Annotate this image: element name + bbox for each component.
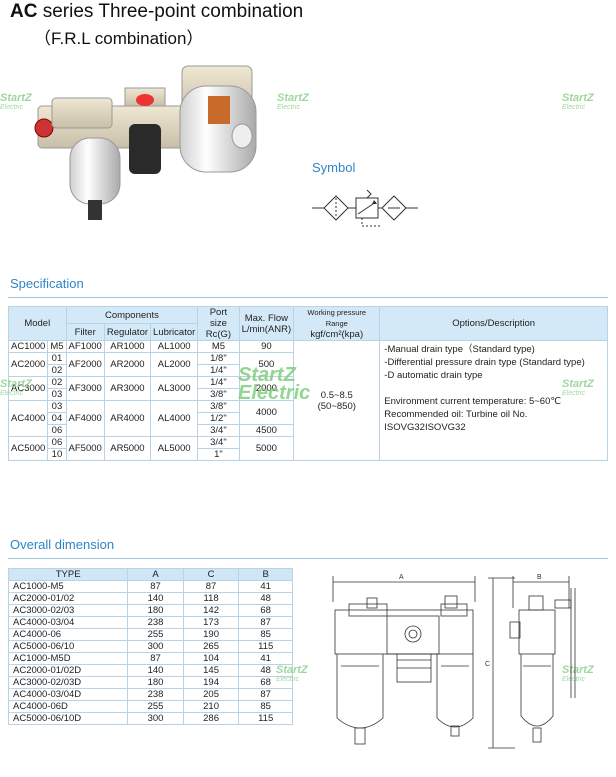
code-cell: M5 [47, 340, 67, 353]
filter-cell: AF1000 [65, 340, 105, 353]
pressure-cell: 0.5~8.5(50~850) [293, 340, 381, 461]
header-b: B [238, 568, 293, 581]
filter-cell: AF3000 [65, 376, 105, 401]
header-lubricator: Lubricator [150, 323, 199, 341]
code-cell: 02 [47, 364, 67, 377]
dimension-drawing: A C B [332, 574, 576, 749]
port-cell: 1/8" [197, 352, 240, 365]
regulator-cell: AR4000 [103, 400, 152, 437]
port-cell: 1" [197, 448, 240, 461]
port-cell: 3/4" [197, 436, 240, 449]
regulator-cell: AR5000 [103, 436, 152, 461]
code-cell: 06 [47, 436, 67, 449]
section-divider [8, 558, 608, 559]
port-cell: 1/4" [197, 376, 240, 389]
header-model: Model [8, 306, 67, 341]
port-cell: 3/4" [197, 424, 240, 437]
lubricator-cell: AL2000 [150, 352, 199, 377]
code-cell: 03 [47, 388, 67, 401]
regulator-cell: AR1000 [103, 340, 152, 353]
page-title: AC series Three-point combination [10, 1, 304, 22]
code-cell: 03 [47, 400, 67, 413]
frl-symbol [312, 189, 418, 227]
code-cell: 01 [47, 352, 67, 365]
flow-cell: 5000 [238, 436, 295, 461]
port-cell: 3/8" [197, 388, 240, 401]
options-cell: -Manual drain type（Standard type) -Diffe… [379, 340, 608, 461]
lubricator-cell: AL5000 [150, 436, 199, 461]
product-photo [34, 65, 257, 220]
dim-label-c: C [485, 661, 490, 668]
model-cell: AC4000 [7, 400, 49, 437]
regulator-cell: AR3000 [103, 376, 152, 401]
header-c: C [182, 568, 240, 581]
page-subtitle: （F.R.L combination） [34, 29, 204, 48]
symbol-heading: Symbol [312, 160, 356, 175]
section-divider [8, 297, 608, 298]
code-cell: 10 [47, 448, 67, 461]
lubricator-cell: AL1000 [150, 340, 199, 353]
header-options: Options/Description [379, 306, 608, 341]
filter-cell: AF5000 [65, 436, 105, 461]
flow-cell: 2000 [238, 376, 295, 401]
model-cell: AC5000 [7, 436, 49, 461]
lubricator-cell: AL3000 [150, 376, 199, 401]
header-regulator: Regulator [103, 323, 152, 341]
code-cell: 06 [47, 424, 67, 437]
filter-cell: AF4000 [65, 400, 105, 437]
code-cell: 04 [47, 412, 67, 425]
lubricator-cell: AL4000 [150, 400, 199, 437]
specification-heading: Specification [10, 276, 84, 291]
regulator-cell: AR2000 [103, 352, 152, 377]
port-cell: M5 [197, 340, 240, 353]
port-cell: 1/4" [197, 364, 240, 377]
model-cell: AC2000 [7, 352, 49, 377]
header-filter: Filter [65, 323, 105, 341]
header-components: Components [65, 306, 199, 324]
model-cell: AC1000 [7, 340, 49, 353]
code-cell: 02 [47, 376, 67, 389]
flow-cell: 90 [238, 340, 295, 353]
filter-cell: AF2000 [65, 352, 105, 377]
header-a: A [127, 568, 184, 581]
dim-label-a: A [399, 574, 404, 581]
port-cell: 3/8" [197, 400, 240, 413]
dim-label-b: B [537, 574, 542, 581]
port-cell: 1/2" [197, 412, 240, 425]
flow-cell: 4500 [238, 424, 295, 437]
flow-cell: 4000 [238, 400, 295, 425]
header-type: TYPE [7, 568, 129, 581]
dimension-heading: Overall dimension [10, 537, 115, 552]
